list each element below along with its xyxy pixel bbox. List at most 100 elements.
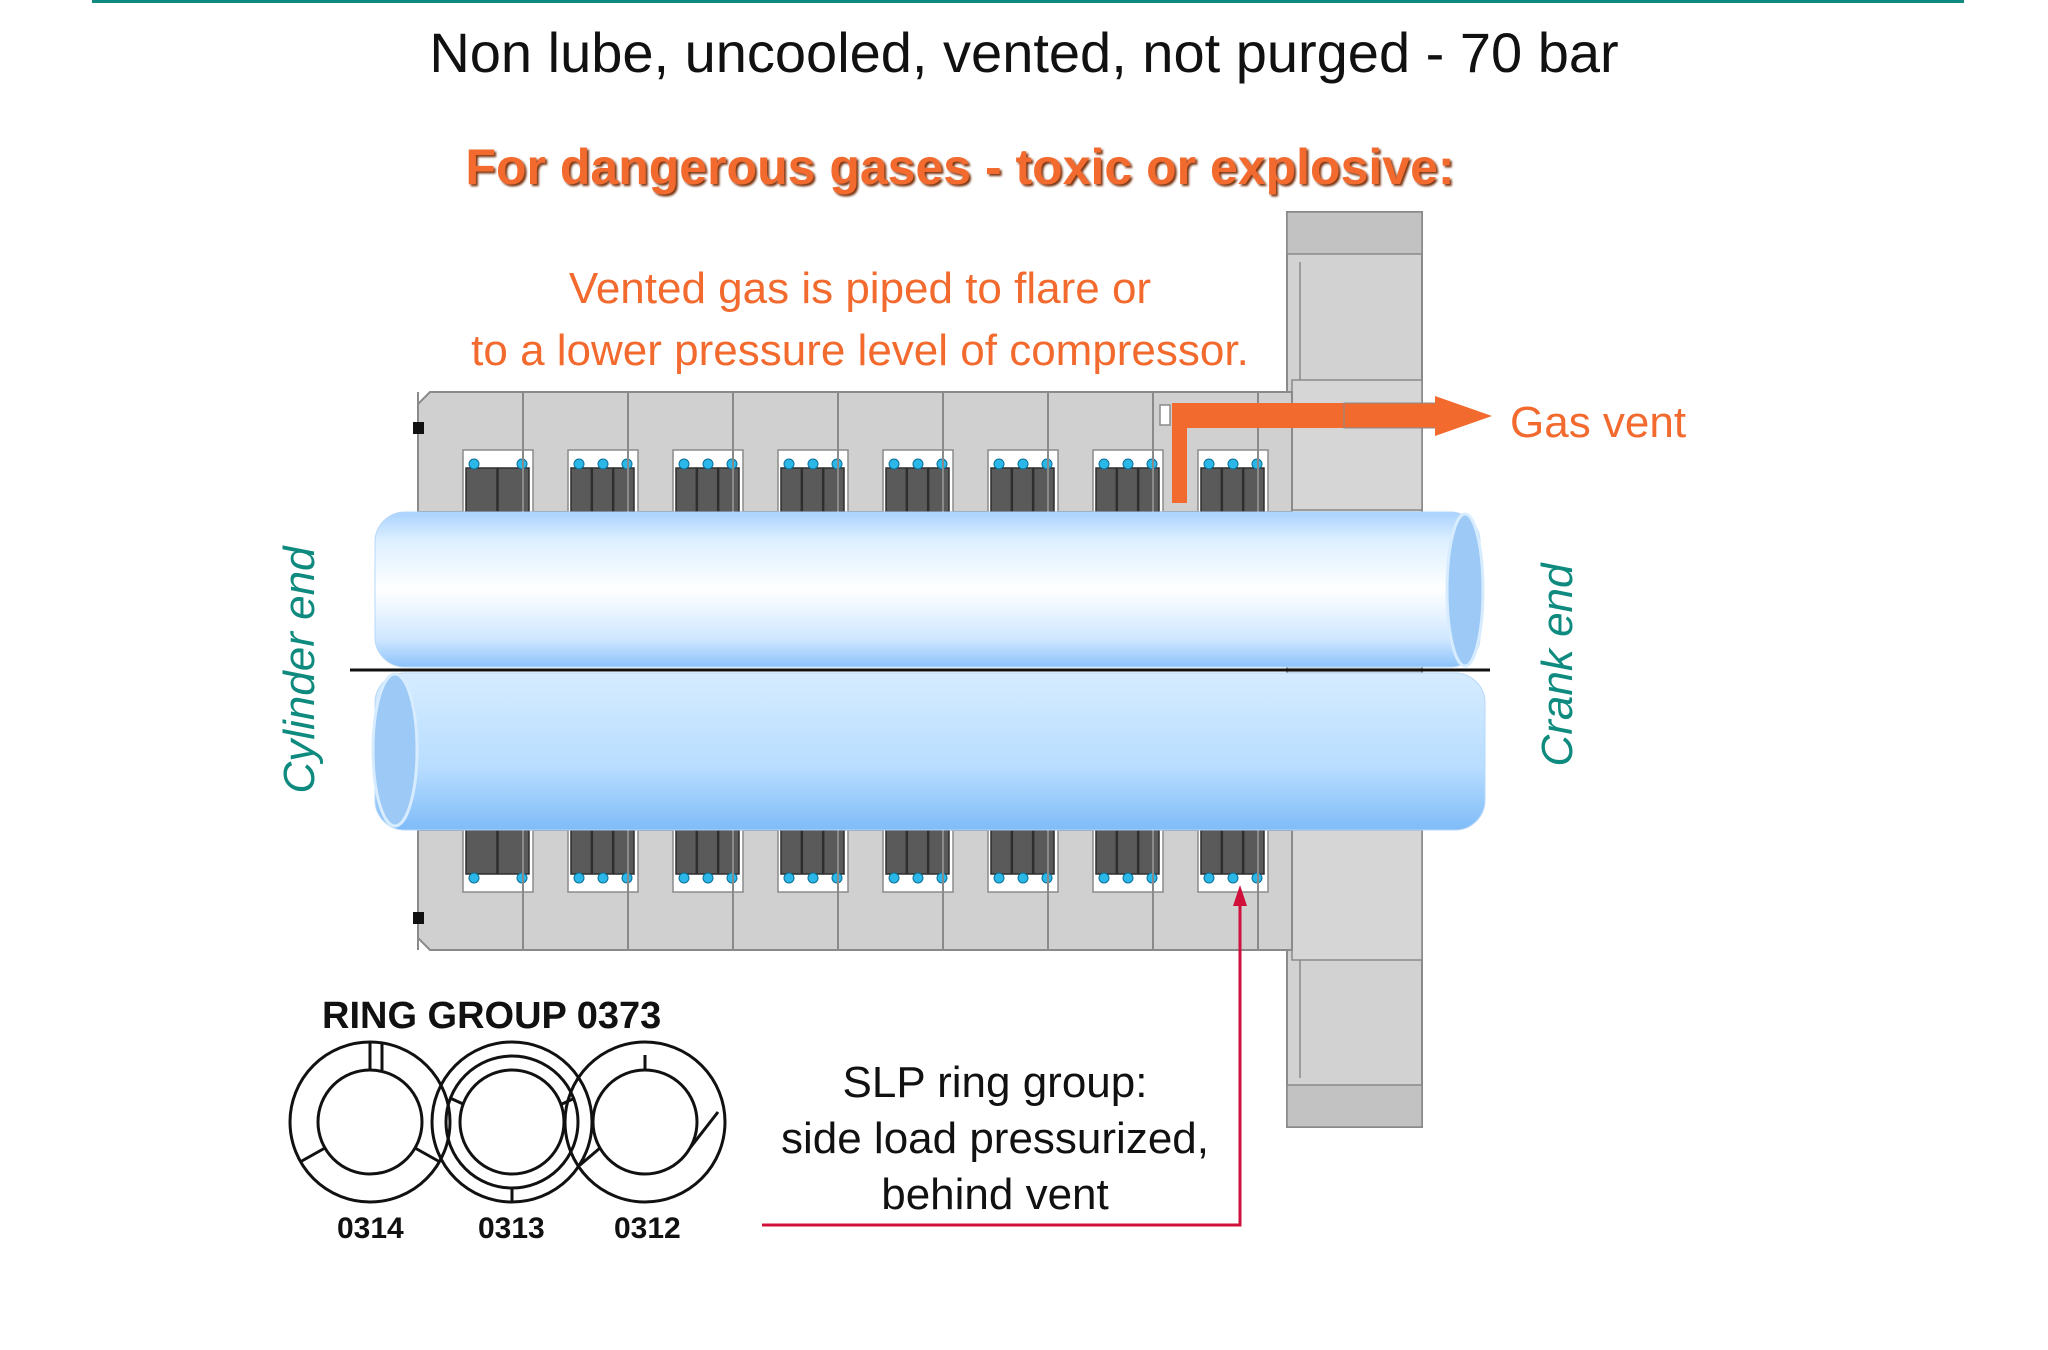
packing-ring-top (990, 467, 1013, 513)
slp-note-line1: SLP ring group: (842, 1058, 1148, 1107)
packing-ring-bottom (1032, 829, 1055, 875)
ring-0314-icon (288, 1040, 452, 1204)
header-rule (92, 0, 1964, 3)
page-title: Non lube, uncooled, vented, not purged -… (429, 21, 1619, 84)
spring-dot-top (807, 458, 819, 470)
spring-dot-bottom (1203, 872, 1215, 884)
packing-ring-top (465, 467, 498, 513)
spring-dot-top (468, 458, 480, 470)
cylinder-end-label: Cylinder end (275, 546, 324, 794)
spring-dot-top (1098, 458, 1110, 470)
packing-ring-top (1011, 467, 1034, 513)
spring-dot-bottom (888, 872, 900, 884)
packing-ring-top (497, 467, 530, 513)
spring-dot-bottom (783, 872, 795, 884)
packing-ring-bottom (885, 829, 908, 875)
spring-dot-bottom (1227, 872, 1239, 884)
vented-gas-note: Vented gas is piped to flare or to a low… (410, 258, 1310, 382)
packing-ring-top (885, 467, 908, 513)
spring-dot-top (1122, 458, 1134, 470)
packing-ring-top (1200, 467, 1223, 513)
packing-ring-top (927, 467, 950, 513)
spring-dot-top (993, 458, 1005, 470)
spring-dot-bottom (702, 872, 714, 884)
packing-ring-top (822, 467, 845, 513)
spring-dot-bottom (597, 872, 609, 884)
spring-dot-top (1227, 458, 1239, 470)
spring-dot-top (1017, 458, 1029, 470)
piston-rod (350, 511, 1490, 831)
spring-dot-top (678, 458, 690, 470)
spring-dot-top (888, 458, 900, 470)
packing-cups (417, 392, 1269, 950)
spring-dot-bottom (1122, 872, 1134, 884)
spring-dot-bottom (912, 872, 924, 884)
packing-ring-bottom (1011, 829, 1034, 875)
packing-ring-bottom (1221, 829, 1244, 875)
packing-ring-bottom (801, 829, 824, 875)
spring-dot-bottom (678, 872, 690, 884)
page-subtitle: For dangerous gases - toxic or explosive… (465, 139, 1455, 195)
packing-ring-bottom (591, 829, 614, 875)
seal-marker-bottom (413, 912, 424, 924)
packing-ring-bottom (990, 829, 1013, 875)
packing-ring-top (906, 467, 929, 513)
packing-ring-top (780, 467, 803, 513)
ring-label-0312: 0312 (614, 1212, 681, 1245)
spring-dot-bottom (807, 872, 819, 884)
spring-dot-bottom (993, 872, 1005, 884)
packing-ring-top (1032, 467, 1055, 513)
packing-ring-top (612, 467, 635, 513)
spring-dot-top (783, 458, 795, 470)
packing-ring-top (591, 467, 614, 513)
gas-vent-label: Gas vent (1510, 398, 1687, 447)
spring-dot-bottom (573, 872, 585, 884)
ring-0312-icon (563, 1040, 727, 1204)
packing-ring-bottom (1242, 829, 1265, 875)
seal-marker-top (413, 422, 424, 434)
packing-ring-bottom (570, 829, 593, 875)
packing-ring-top (696, 467, 719, 513)
packing-ring-bottom (717, 829, 740, 875)
spring-dot-bottom (468, 872, 480, 884)
spring-dot-top (597, 458, 609, 470)
gas-vent-arrow-icon (1435, 396, 1492, 436)
ring-label-0314: 0314 (337, 1212, 404, 1245)
slp-ring-group-note: SLP ring group: side load pressurized, b… (760, 1055, 1230, 1223)
packing-ring-bottom (675, 829, 698, 875)
packing-ring-top (717, 467, 740, 513)
ring-group-illustration (288, 1040, 727, 1204)
spring-dot-top (912, 458, 924, 470)
packing-ring-top (675, 467, 698, 513)
ring-0313-icon (430, 1040, 594, 1204)
vent-channel (1159, 396, 1492, 503)
packing-ring-bottom (1137, 829, 1160, 875)
spring-dot-top (573, 458, 585, 470)
packing-ring-top (1221, 467, 1244, 513)
slp-note-line2: side load pressurized, (780, 1114, 1209, 1163)
packing-ring-bottom (1116, 829, 1139, 875)
ring-group-title: RING GROUP 0373 (322, 995, 662, 1037)
crank-end-label: Crank end (1533, 563, 1582, 767)
packing-ring-top (1137, 467, 1160, 513)
packing-ring-bottom (612, 829, 635, 875)
packing-ring-top (801, 467, 824, 513)
packing-ring-bottom (465, 829, 498, 875)
pointer-arrowhead-icon (1233, 885, 1247, 906)
spring-dot-bottom (1017, 872, 1029, 884)
packing-ring-bottom (927, 829, 950, 875)
packing-ring-bottom (822, 829, 845, 875)
spring-dot-top (702, 458, 714, 470)
ring-label-0313: 0313 (478, 1212, 545, 1245)
packing-ring-top (1242, 467, 1265, 513)
packing-ring-bottom (1200, 829, 1223, 875)
packing-ring-bottom (1095, 829, 1118, 875)
vented-note-line2: to a lower pressure level of compressor. (471, 326, 1249, 375)
slp-pointer (762, 885, 1247, 1227)
vented-note-line1: Vented gas is piped to flare or (568, 264, 1152, 313)
packing-ring-top (570, 467, 593, 513)
packing-ring-bottom (696, 829, 719, 875)
packing-ring-bottom (497, 829, 530, 875)
slp-note-line3: behind vent (881, 1170, 1109, 1219)
